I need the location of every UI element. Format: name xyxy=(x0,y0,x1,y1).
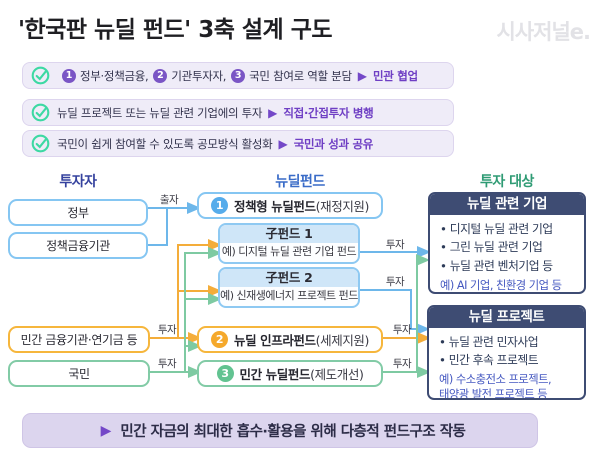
number-2-icon: 2 xyxy=(210,331,228,348)
arrow-right-icon: ▶ xyxy=(278,136,288,151)
fund-box-policy: 1 정책형 뉴딜펀드(재정지원) xyxy=(197,192,383,219)
fund-box-infra: 2 뉴딜 인프라펀드(세제지원) xyxy=(197,326,383,353)
summary-row-3: 국민이 쉽게 참여할 수 있도록 공모방식 활성화 ▶ 국민과 성과 공유 xyxy=(22,130,454,157)
brand-logo: 시사저널e. xyxy=(496,20,591,44)
summary-text: 국민 참여로 역할 분담 xyxy=(249,68,352,83)
bullet-item: 디지털 뉴딜 관련 기업 xyxy=(440,220,576,238)
subfund-example: 예) 디지털 뉴딜 관련 기업 펀드 xyxy=(221,245,357,258)
column-header-funds: 뉴딜펀드 xyxy=(275,174,325,190)
example-text: 예) 수소충전소 프로젝트, xyxy=(439,372,552,386)
summary-text: 정부·정책금융, xyxy=(80,68,149,83)
summary-text: 국민이 쉽게 참여할 수 있도록 공모방식 활성화 xyxy=(57,136,273,151)
subfund-title: 子펀드 1 xyxy=(220,225,358,243)
page-title: '한국판 뉴딜 펀드' 3축 설계 구도 xyxy=(18,17,333,43)
investor-box-policy-finance: 정책금융기관 xyxy=(8,232,148,259)
check-icon xyxy=(31,134,50,153)
edge-label-invest: 투자 xyxy=(157,358,177,370)
summary-highlight: 직접·간접투자 병행 xyxy=(283,105,374,120)
target-box-companies: 뉴딜 관련 기업 디지털 뉴딜 관련 기업 그린 뉴딜 관련 기업 뉴딜 관련 … xyxy=(428,192,586,294)
column-header-investors: 투자자 xyxy=(59,174,97,190)
fund-name: 뉴딜 인프라펀드 xyxy=(233,333,316,348)
number-3-icon: 3 xyxy=(216,365,234,382)
investor-box-private-finance: 민간 금융기관·연기금 등 xyxy=(8,326,150,353)
subfund-box-2: 子펀드 2 예) 신재생에너지 프로젝트 펀드 xyxy=(218,267,360,308)
edge-label-invest: 투자 xyxy=(157,324,177,336)
fund-box-private: 3 민간 뉴딜펀드(제도개선) xyxy=(197,360,383,387)
investor-box-citizens: 국민 xyxy=(8,360,150,387)
summary-highlight: 민관 협업 xyxy=(372,68,418,83)
footer-banner: ▶ 민간 자금의 최대한 흡수·활용을 위해 다층적 펀드구조 작동 xyxy=(22,413,538,448)
edge-label-invest: 투자 xyxy=(392,324,412,336)
summary-text: 뉴딜 프로젝트 또는 뉴딜 관련 기업에의 투자 xyxy=(57,105,263,120)
check-icon xyxy=(31,66,50,85)
bullet-item: 그린 뉴딜 관련 기업 xyxy=(440,238,576,256)
arrow-right-icon: ▶ xyxy=(268,105,278,120)
number-badge: 1 xyxy=(62,68,76,83)
bullet-item: 뉴딜 관련 민자사업 xyxy=(439,333,576,351)
fund-note: (세제지원) xyxy=(315,333,370,348)
subfund-title: 子펀드 2 xyxy=(220,269,358,287)
footer-text: 민간 자금의 최대한 흡수·활용을 위해 다층적 펀드구조 작동 xyxy=(120,424,466,440)
bullet-item: 민간 후속 프로젝트 xyxy=(439,351,576,369)
arrow-right-icon: ▶ xyxy=(357,68,367,83)
fund-note: (제도개선) xyxy=(310,367,364,382)
target-title: 뉴딜 프로젝트 xyxy=(429,307,584,328)
investor-box-government: 정부 xyxy=(8,199,148,226)
fund-name: 정책형 뉴딜펀드 xyxy=(233,199,316,214)
example-text: 예) AI 기업, 친환경 기업 등 xyxy=(440,278,562,292)
number-1-icon: 1 xyxy=(210,197,228,214)
edge-label-invest: 투자 xyxy=(392,358,412,370)
target-title: 뉴딜 관련 기업 xyxy=(430,194,584,215)
column-header-targets: 투자 대상 xyxy=(480,174,534,190)
edge-label-contribution: 출자 xyxy=(159,194,179,206)
fund-note: (재정지원) xyxy=(315,199,370,214)
target-box-projects: 뉴딜 프로젝트 뉴딜 관련 민자사업 민간 후속 프로젝트 예) 수소충전소 프… xyxy=(427,305,586,400)
example-text: 태양광 발전 프로젝트 등 xyxy=(439,388,548,400)
summary-row-1: 1 정부·정책금융, 2 기관투자자, 3 국민 참여로 역할 분담 ▶ 민관 … xyxy=(22,62,454,89)
summary-highlight: 국민과 성과 공유 xyxy=(293,136,374,151)
subfund-example: 예) 신재생에너지 프로젝트 펀드 xyxy=(220,289,358,302)
check-icon xyxy=(31,103,50,122)
summary-row-2: 뉴딜 프로젝트 또는 뉴딜 관련 기업에의 투자 ▶ 직접·간접투자 병행 xyxy=(22,99,454,126)
number-badge: 3 xyxy=(231,68,246,83)
arrow-right-icon: ▶ xyxy=(100,422,112,439)
summary-text: 기관투자자, xyxy=(171,68,227,83)
number-badge: 2 xyxy=(153,68,168,83)
edge-label-invest: 투자 xyxy=(385,276,405,288)
edge-label-invest: 투자 xyxy=(385,239,405,251)
bullet-item: 뉴딜 관련 벤처기업 등 xyxy=(440,257,576,275)
subfund-box-1: 子펀드 1 예) 디지털 뉴딜 관련 기업 펀드 xyxy=(218,223,360,264)
fund-name: 민간 뉴딜펀드 xyxy=(239,367,311,382)
